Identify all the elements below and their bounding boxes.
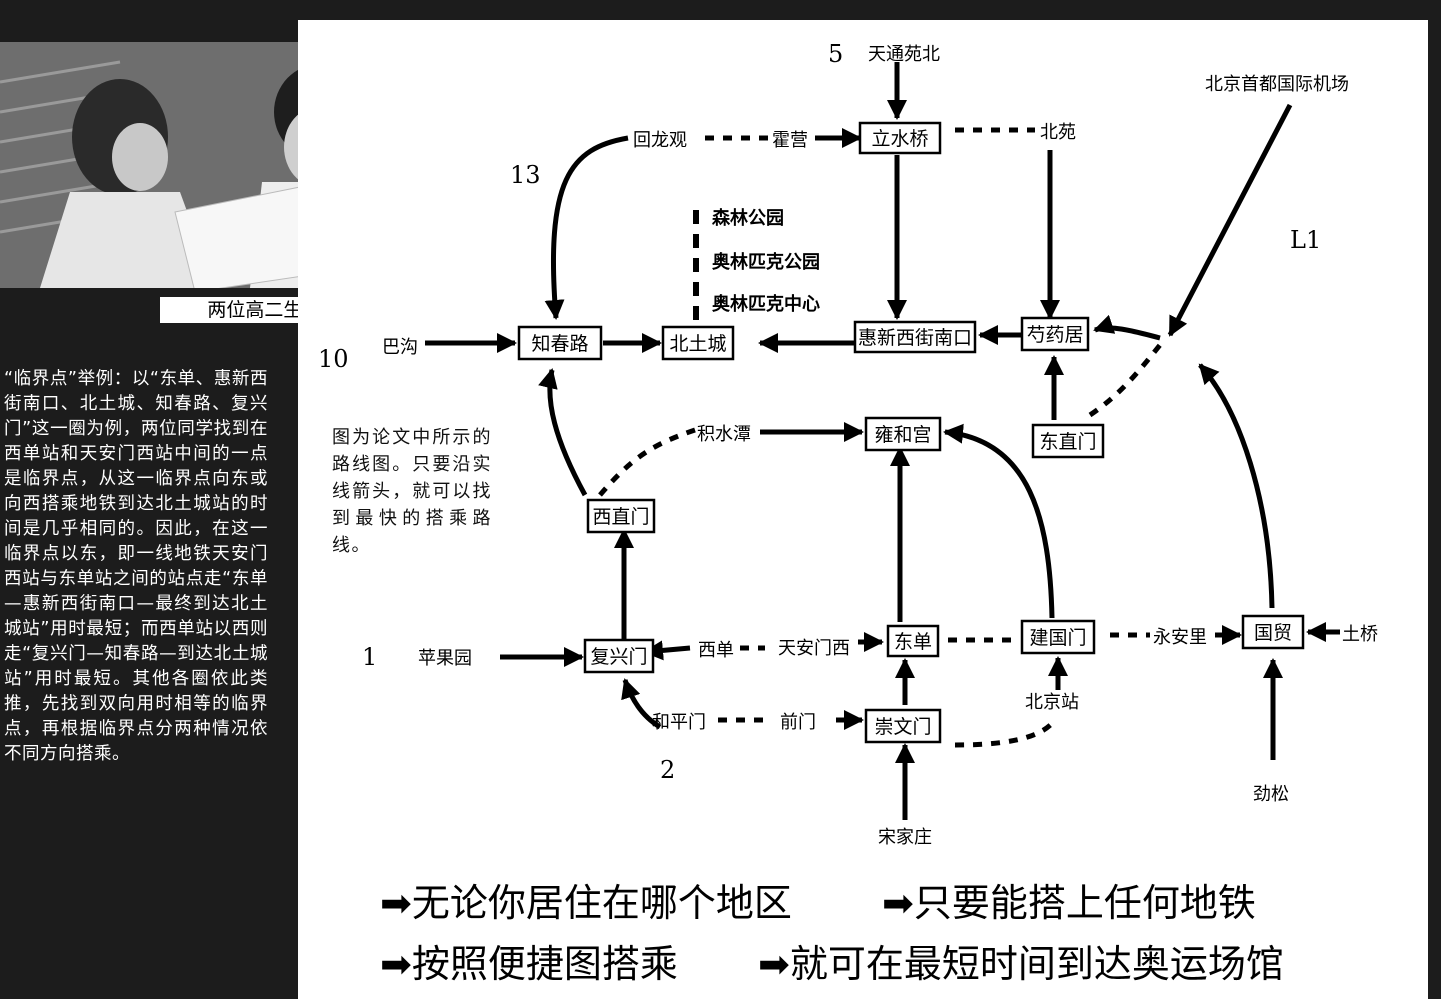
guomao-up-arrow <box>1198 363 1275 609</box>
station-dongzhimen: 东直门 <box>1031 423 1105 459</box>
label-bagou: 巴沟 <box>382 337 418 358</box>
station-xizhimen: 西直门 <box>586 498 656 534</box>
label-jishuitan: 积水潭 <box>697 424 751 445</box>
label-xidan: 西单 <box>698 640 734 661</box>
label-olympic-park: 奥林匹克公园 <box>712 251 820 273</box>
line-number-1: 1 <box>362 643 377 671</box>
station-shaoyaoju: 芍药居 <box>1020 316 1090 352</box>
station-jianguomen: 建国门 <box>1020 619 1096 655</box>
label-hepingmen: 和平门 <box>652 712 706 733</box>
jianguomen-loop-arrow <box>943 423 1055 619</box>
slogan-4: ➡就可在最短时间到达奥运场馆 <box>758 942 1284 986</box>
station-beitucheng: 北土城 <box>661 325 735 361</box>
line-number-l1: L1 <box>1290 226 1321 254</box>
station-dongzhimen-label: 东直门 <box>1039 431 1096 453</box>
station-jianguomen-label: 建国门 <box>1029 627 1086 649</box>
hepingmen-arrow <box>621 678 662 730</box>
station-zhichunlu: 知春路 <box>517 325 603 361</box>
line-number-10: 10 <box>318 345 349 373</box>
station-shaoyaoju-label: 芍药居 <box>1026 324 1083 346</box>
station-chongwenmen-label: 崇文门 <box>874 716 931 738</box>
label-forest-park: 森林公园 <box>712 207 784 229</box>
station-dongdan-label: 东单 <box>894 631 932 653</box>
station-zhichunlu-label: 知春路 <box>531 333 588 355</box>
station-lishuiqiao-label: 立水桥 <box>871 128 928 150</box>
label-huoying: 霍营 <box>772 130 808 151</box>
slogan-2: ➡只要能搭上任何地铁 <box>882 881 1256 925</box>
station-fuxingmen: 复兴门 <box>583 638 655 674</box>
dash-airport <box>1088 343 1162 418</box>
station-huixin-label: 惠新西街南口 <box>858 327 972 349</box>
station-guomao: 国贸 <box>1241 614 1305 650</box>
line-number-13: 13 <box>510 161 541 189</box>
label-beiyuan: 北苑 <box>1040 122 1076 143</box>
station-dongdan: 东单 <box>886 624 940 658</box>
station-lishuiqiao: 立水桥 <box>858 121 942 155</box>
map-note: 图为论文中所示的路线图。只要沿实线箭头，就可以找到最快的搭乘路线。 <box>332 427 492 556</box>
label-pingguoyuan: 苹果园 <box>418 648 472 669</box>
station-xizhimen-label: 西直门 <box>592 506 649 528</box>
station-beitucheng-label: 北土城 <box>669 333 726 355</box>
label-airport: 北京首都国际机场 <box>1205 74 1349 95</box>
station-fuxingmen-label: 复兴门 <box>590 646 647 668</box>
airport-arrow <box>1167 103 1293 337</box>
line-number-5: 5 <box>828 40 843 68</box>
station-huixinxijienankou: 惠新西街南口 <box>853 320 977 354</box>
slogan-1: ➡无论你居住在哪个地区 <box>380 881 792 925</box>
label-jinsong: 劲松 <box>1253 784 1289 805</box>
label-qianmen: 前门 <box>780 712 816 733</box>
dash-chongwenmen <box>954 718 1057 748</box>
xizhimen-up-arrow <box>538 368 588 497</box>
label-olympic-center: 奥林匹克中心 <box>712 293 820 315</box>
label-beijingzhan: 北京站 <box>1025 692 1079 713</box>
label-tiananmenxi: 天安门西 <box>778 638 850 659</box>
label-tiantongyuanbei: 天通苑北 <box>868 44 940 65</box>
station-chongwenmen: 崇文门 <box>864 708 942 744</box>
airport-to-shaoyaoju-arrow <box>1093 314 1161 341</box>
dash-jishuitan <box>598 427 696 497</box>
map-panel <box>298 20 1428 999</box>
line-number-2: 2 <box>660 756 675 784</box>
slogan-3: ➡按照便捷图搭乘 <box>380 942 678 986</box>
label-huilongguan: 回龙观 <box>633 130 687 151</box>
station-yonghegong: 雍和宫 <box>864 416 942 452</box>
station-guomao-label: 国贸 <box>1254 622 1292 644</box>
station-yonghegong-label: 雍和宫 <box>874 424 931 446</box>
label-east-terminus: 土桥 <box>1342 624 1378 645</box>
line13-left-arrow <box>544 135 629 320</box>
label-yonganli: 永安里 <box>1153 627 1207 648</box>
side-article-text: “临界点”举例：以“东单、惠新西街南口、北土城、知春路、复兴门”这一圈为例，两位… <box>4 369 268 764</box>
label-songjiazhuang: 宋家庄 <box>878 827 932 848</box>
